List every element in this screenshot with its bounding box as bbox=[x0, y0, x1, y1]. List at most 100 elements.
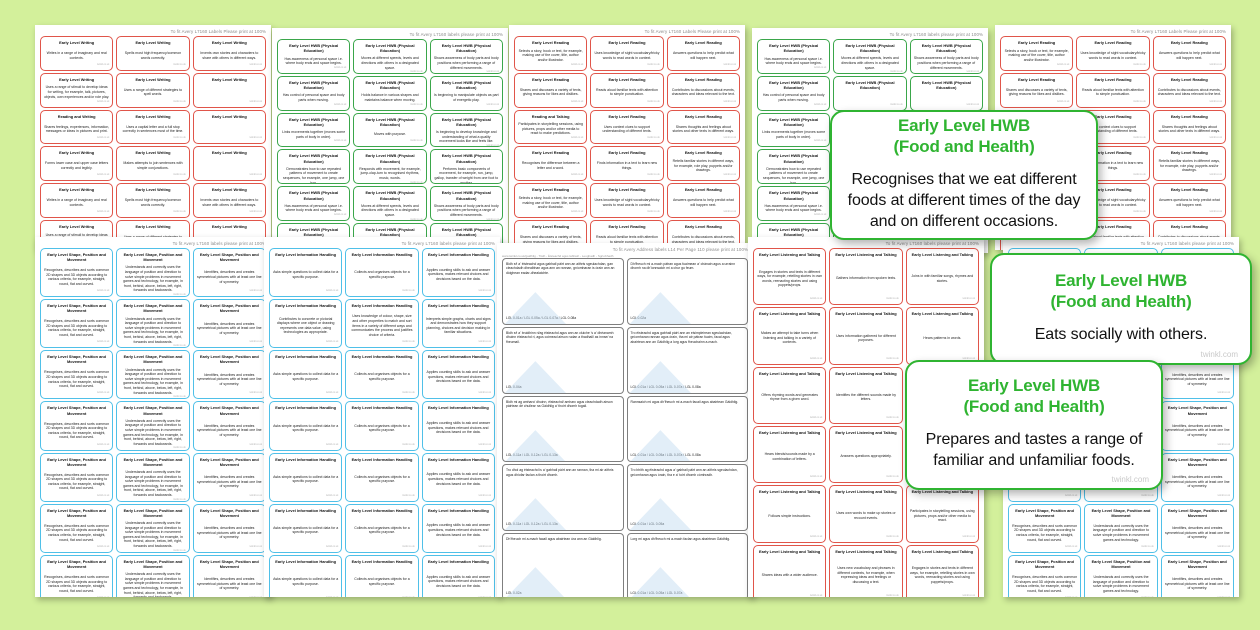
label-card[interactable]: Early Level HWB (Physical Education)Move… bbox=[353, 39, 427, 74]
label-card[interactable]: Early Level Shape, Position and Movement… bbox=[116, 554, 190, 597]
label-card[interactable]: Early Level Shape, Position and Movement… bbox=[1084, 554, 1158, 597]
printable-sheet-shape[interactable]: To fit Avery L7160 labels please print a… bbox=[35, 237, 271, 597]
label-card[interactable]: Early Level Shape, Position and Movement… bbox=[116, 248, 190, 298]
label-card[interactable]: Early Level HWB (Physical Education)Has … bbox=[757, 186, 831, 222]
label-card[interactable]: Bidh e/i a' èisteachd agus gabhail pàirt… bbox=[502, 258, 624, 325]
label-card[interactable]: Lorg mi agus dh'fheuch mi a-mach faclan … bbox=[626, 533, 748, 597]
label-card[interactable]: Early Level Shape, Position and Movement… bbox=[1160, 401, 1234, 451]
label-card[interactable]: Early Level Shape, Position and Movement… bbox=[1160, 554, 1234, 597]
label-card[interactable]: Early Level HWB (Physical Education)Show… bbox=[429, 186, 503, 222]
label-card[interactable]: Rannsaich mi agus dh'fheuch mi a-mach fa… bbox=[626, 395, 748, 463]
callout-food-times[interactable]: Early Level HWB(Food and Health)Recognis… bbox=[830, 110, 1098, 240]
label-card[interactable]: Early Level HWB (Physical Education)Has … bbox=[277, 75, 351, 111]
label-card[interactable]: Early Level Shape, Position and Movement… bbox=[192, 401, 266, 451]
label-card[interactable]: Early Level Shape, Position and Movement… bbox=[1008, 554, 1082, 597]
label-card[interactable]: Early Level Shape, Position and Movement… bbox=[192, 452, 266, 502]
label-card[interactable]: Early Level HWB (Physical Education)Is b… bbox=[429, 75, 503, 111]
label-card[interactable]: Dh'fheuch mi a-mach facail agus abairtea… bbox=[502, 533, 624, 597]
label-card[interactable]: Early Level Shape, Position and Movement… bbox=[192, 350, 266, 400]
label-card[interactable]: Early Level Shape, Position and Movement… bbox=[40, 452, 114, 502]
label-card[interactable]: Early Level Shape, Position and Movement… bbox=[40, 401, 114, 451]
label-card[interactable]: Early Level HWB (Physical Education)Link… bbox=[757, 112, 831, 148]
label-card[interactable]: Bidh e/i a' bruidhinn ri/ag èisteachd ag… bbox=[502, 326, 624, 394]
label-card[interactable]: Early Level Shape, Position and Movement… bbox=[192, 503, 266, 553]
label-card[interactable]: Early Level Shape, Position and Movement… bbox=[40, 248, 114, 298]
label-card[interactable]: Early Level Shape, Position and Movement… bbox=[1160, 503, 1234, 553]
label-card[interactable]: Early Level HWB (Physical Education)Has … bbox=[757, 75, 831, 111]
printable-sheet-gaelic[interactable]: To fit Avery Address labels L14 Per Page… bbox=[497, 243, 753, 597]
label-card[interactable]: Early Level Shape, Position and Movement… bbox=[192, 248, 266, 298]
label-card[interactable]: Early Level HWB (Physical Education)Perf… bbox=[429, 149, 503, 185]
label-card[interactable]: Tro dhol ag èisteachd is a' gabhail pàir… bbox=[502, 464, 624, 532]
printable-sheet-infohandling[interactable]: To fit Avery L7160 labels please print a… bbox=[264, 237, 500, 597]
printable-sheet-pe[interactable]: To fit Avery L7160 labels please print a… bbox=[272, 28, 508, 253]
label-card[interactable]: Early Level Shape, Position and Movement… bbox=[116, 452, 190, 502]
callout-eats-socially[interactable]: Early Level HWB(Food and Health)Eats soc… bbox=[990, 253, 1252, 365]
label-card[interactable]: Early Level HWB (Physical Education)Move… bbox=[353, 112, 427, 148]
label-card[interactable]: Early Level HWB (Physical Education)Demo… bbox=[757, 149, 831, 185]
label-card[interactable]: Early Level Shape, Position and Movement… bbox=[1084, 503, 1158, 553]
label-card[interactable]: Early Level HWB (Physical Education)Is b… bbox=[429, 112, 503, 148]
label-card[interactable]: Dh'fheuch mi a-mach pàtran agus fuaimean… bbox=[626, 258, 748, 325]
label-card[interactable]: Early Level Shape, Position and Movement… bbox=[1008, 503, 1082, 553]
label-card[interactable]: Early Level Shape, Position and Movement… bbox=[116, 503, 190, 553]
label-card[interactable]: Early Level HWB (Physical Education)Has … bbox=[277, 39, 351, 74]
label-card[interactable]: Early Level HWB (Physical Education)Link… bbox=[277, 112, 351, 148]
label-card[interactable]: Tro èisteachd agus gabhail pàirt ann an … bbox=[626, 326, 748, 394]
